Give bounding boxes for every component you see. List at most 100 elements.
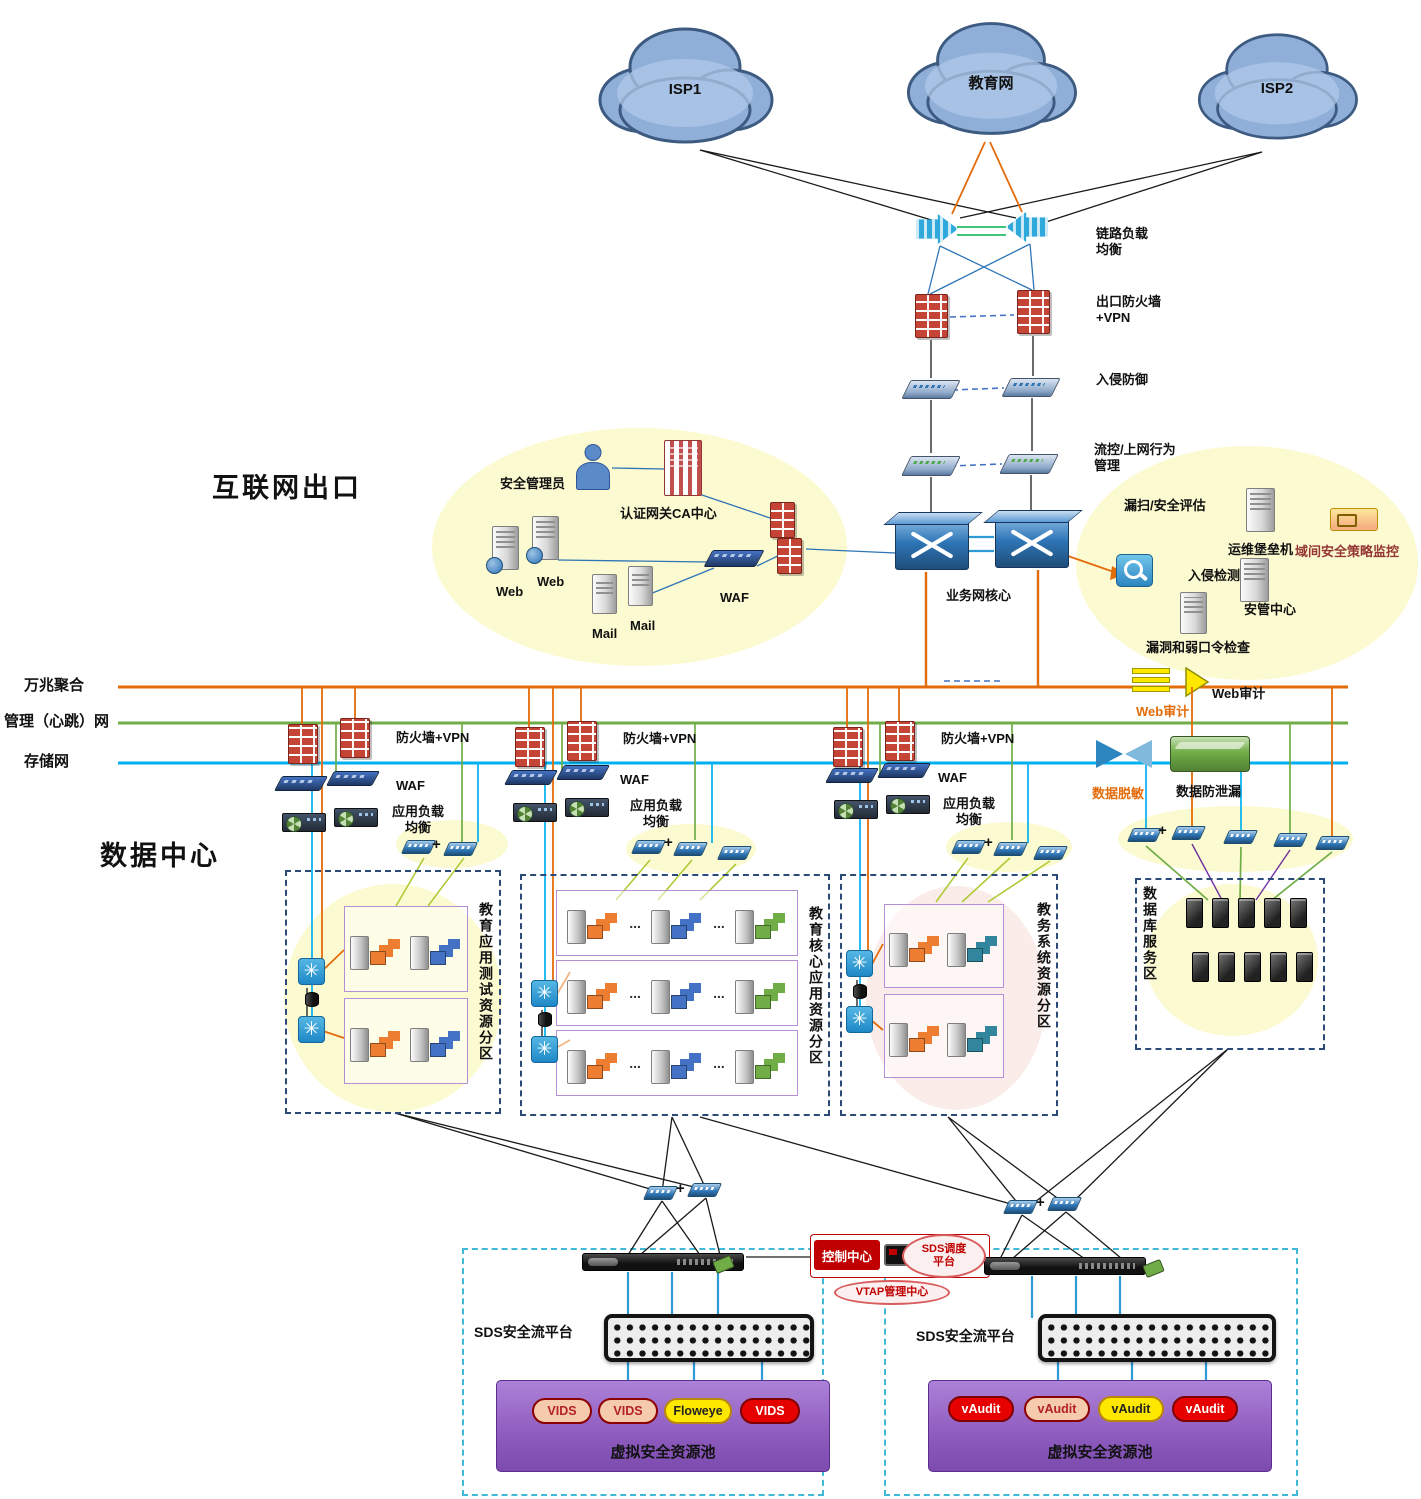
server-cluster	[649, 971, 705, 1015]
plus-sign: +	[432, 836, 441, 853]
web-server-2-label: Web	[537, 574, 565, 589]
zone1-app-lb-label: 应用负载 均衡	[392, 804, 445, 836]
zone2-name: 教育核心应用资源分区	[808, 906, 824, 1066]
server-cluster	[887, 924, 943, 968]
cloud-label: ISP2	[1260, 80, 1294, 97]
db-server	[1192, 952, 1209, 982]
bus-10g-label: 万兆聚合	[24, 677, 85, 694]
db-server	[1186, 898, 1203, 928]
data-masking-label: 数据脱敏	[1092, 786, 1145, 801]
web-server-2	[526, 516, 559, 564]
web-audit-bar	[1132, 677, 1170, 683]
db-server	[1212, 898, 1229, 928]
flow-control-label: 流控/上网行为 管理	[1094, 442, 1176, 474]
server-cluster	[408, 927, 464, 971]
ca-gateway-label: 认证网关CA中心	[620, 506, 717, 521]
zone3-storage-icon	[853, 984, 867, 999]
vm-vaudit-1: vAudit	[948, 1396, 1014, 1422]
bottom-right-switch-1	[1002, 1200, 1039, 1214]
zone1-firewall-label: 防火墙+VPN	[396, 730, 470, 745]
server-cluster	[945, 924, 1001, 968]
zone1-storage-icon	[305, 992, 319, 1007]
sds-left-patch-panel	[604, 1314, 814, 1362]
plus-sign: +	[676, 1180, 685, 1197]
core-switch-2	[995, 518, 1069, 568]
vuln-scan-label: 漏扫/安全评估	[1124, 498, 1206, 513]
server-cluster	[565, 1041, 621, 1085]
bottom-right-switch-2	[1046, 1197, 1083, 1211]
zone3-name: 教务系统资源分区	[1036, 902, 1052, 1030]
bottom-left-switch-2	[686, 1183, 723, 1197]
mail-server-1-label: Mail	[592, 626, 618, 641]
zone1-waf-label: WAF	[396, 778, 425, 793]
zone3-firewall-1	[833, 727, 863, 767]
server-cluster	[733, 971, 789, 1015]
flow-control-device-2	[999, 454, 1059, 474]
core-label: 业务网核心	[946, 588, 1012, 603]
dlp-label: 数据防泄漏	[1176, 784, 1242, 799]
sds-scheduler-ellipse: SDS调度 平台	[902, 1234, 986, 1278]
server-cluster	[348, 927, 404, 971]
vm-vaudit-3: vAudit	[1098, 1396, 1164, 1422]
soc-server	[1240, 558, 1269, 602]
weak-password-server	[1180, 592, 1207, 634]
zone2-server-row-2: ... ...	[556, 960, 798, 1026]
mail-server-1	[592, 574, 617, 614]
vm-vids-1: VIDS	[532, 1398, 592, 1424]
vtap-manager-ellipse: VTAP管理中心	[834, 1280, 950, 1305]
sds-left-platform-label: SDS安全流平台	[474, 1324, 573, 1340]
plus-sign: +	[1158, 822, 1167, 839]
zone2-server-row-3: ... ...	[556, 1030, 798, 1096]
flow-control-device-1	[901, 456, 961, 476]
bus-mgmt-label: 管理（心跳）网	[4, 713, 110, 730]
cloud-isp2: ISP2	[1183, 22, 1371, 150]
zone3-server-group-1	[884, 904, 1004, 988]
sds-left-pool: 虚拟安全资源池	[496, 1380, 830, 1472]
vm-vaudit-2: vAudit	[1024, 1396, 1090, 1422]
zone3-app-lb-2	[886, 795, 930, 814]
db-server	[1244, 952, 1261, 982]
server-cluster	[887, 1014, 943, 1058]
sds-right-pool-label: 虚拟安全资源池	[1047, 1444, 1153, 1461]
server-cluster	[733, 1041, 789, 1085]
web-server-1	[486, 526, 519, 574]
security-admin-icon	[574, 444, 612, 490]
cloud-shape	[1197, 33, 1358, 140]
zone3-server-group-2	[884, 994, 1004, 1078]
zone2-server-row-1: ... ...	[556, 890, 798, 956]
server-cluster	[348, 1019, 404, 1063]
db-zone-name: 数据库服务区	[1142, 886, 1158, 982]
zone2-waf-1	[504, 770, 558, 785]
control-center-box: 控制中心	[814, 1240, 880, 1270]
db-server	[1238, 898, 1255, 928]
sds-right-platform-label: SDS安全流平台	[916, 1328, 1015, 1344]
core-switch-1	[895, 520, 969, 570]
server-cluster	[408, 1019, 464, 1063]
link-load-balancer-1	[916, 214, 958, 244]
zone3-app-lb-1	[834, 800, 878, 819]
policy-monitor-label: 域间安全策略监控	[1294, 544, 1399, 559]
ellipsis: ...	[629, 1055, 641, 1071]
server-cluster	[649, 1041, 705, 1085]
zone1-san-switch-1	[298, 958, 325, 985]
ips-device-1	[901, 380, 961, 399]
cloud-isp1: ISP1	[585, 15, 785, 155]
zone1-app-lb-2	[334, 808, 378, 827]
ellipsis: ...	[629, 985, 641, 1001]
zone2-waf-label: WAF	[620, 772, 649, 787]
soc-label: 安管中心	[1244, 602, 1297, 617]
plus-sign: +	[984, 834, 993, 851]
exit-mini-firewall-2	[777, 538, 802, 574]
vm-vids-3: VIDS	[740, 1398, 800, 1424]
ellipsis: ...	[713, 1055, 725, 1071]
zone3-firewall-label: 防火墙+VPN	[941, 731, 1015, 746]
cloud-shape	[906, 22, 1077, 135]
vm-floweye: Floweye	[664, 1398, 732, 1424]
vm-vaudit-4: vAudit	[1172, 1396, 1238, 1422]
intrusion-detect-device	[1116, 554, 1153, 587]
ips-label: 入侵防御	[1096, 372, 1149, 387]
dlp-device	[1170, 736, 1250, 772]
zone2-storage-icon	[538, 1012, 552, 1027]
security-admin-label: 安全管理员	[500, 476, 566, 491]
vm-vids-2: VIDS	[598, 1398, 658, 1424]
